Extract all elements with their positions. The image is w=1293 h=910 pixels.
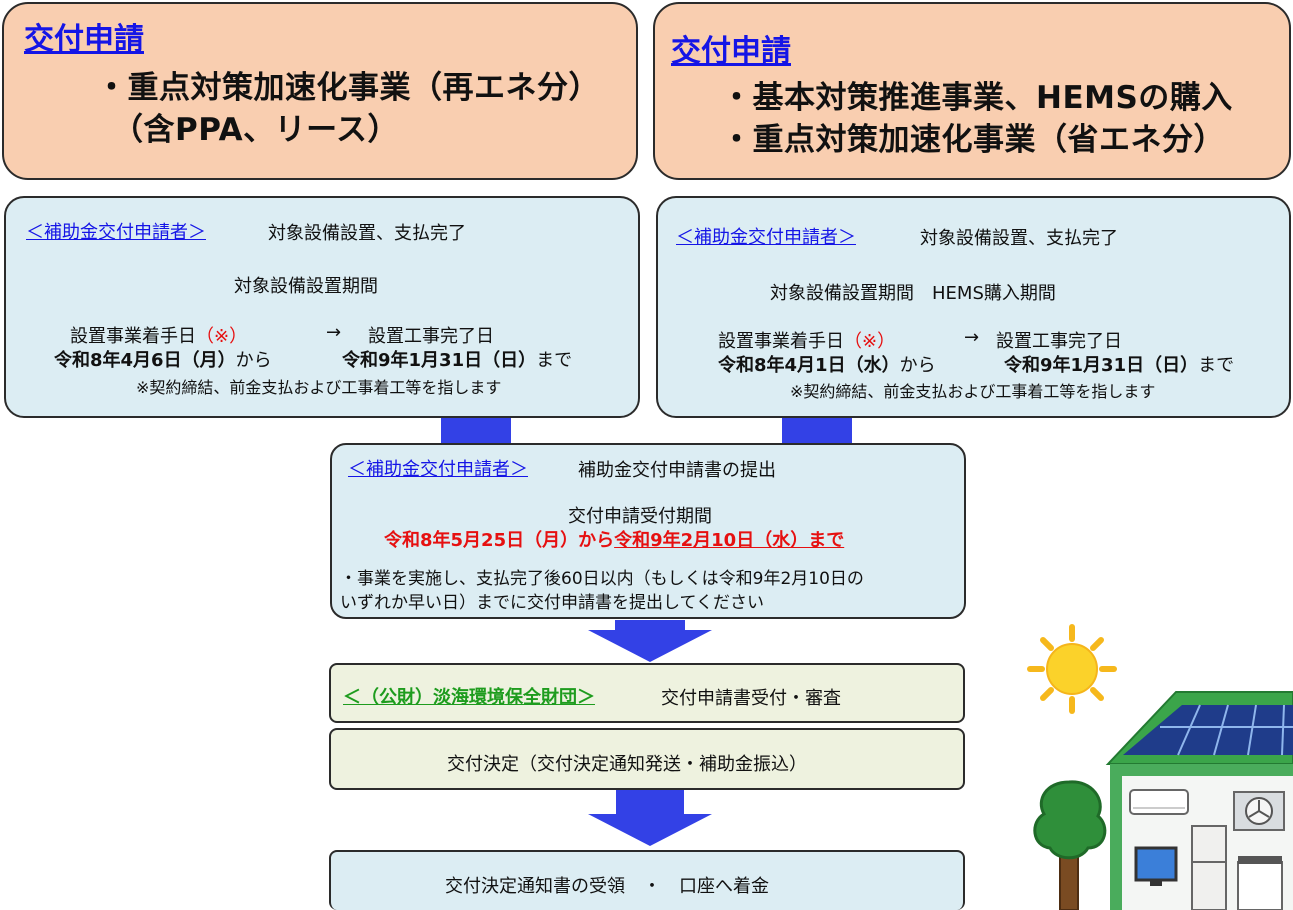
mid-right-start-mark: （※） <box>844 331 896 352</box>
mid-right-end-date: 令和9年1月31日（日） <box>1004 355 1199 376</box>
mid-left-heading: 対象設備設置、支払完了 <box>268 223 466 244</box>
decision-text: 交付決定（交付決定通知発送・補助金振込） <box>447 754 807 775</box>
application-heading: 補助金交付申請書の提出 <box>578 460 776 481</box>
mid-left-period-label: 対象設備設置期間 <box>234 276 378 297</box>
receipt-box: 交付決定通知書の受領 ・ 口座へ着金 <box>329 850 965 910</box>
application-period-label: 交付申請受付期間 <box>568 506 712 527</box>
mid-right-arrow: → <box>964 327 980 348</box>
mid-left-end-label: 設置工事完了日 <box>368 326 494 347</box>
mid-left-installation-box: ＜補助金交付申請者＞ 対象設備設置、支払完了 対象設備設置期間 設置事業着手日（… <box>4 196 640 418</box>
mid-left-note: ※契約締結、前金支払および工事着工等を指します <box>136 378 502 397</box>
mid-right-installation-box: ＜補助金交付申請者＞ 対象設備設置、支払完了 対象設備設置期間 HEMS購入期間… <box>656 196 1291 418</box>
mid-left-date-row: 令和8年4月6日（月）から <box>54 346 272 372</box>
mid-right-role-link[interactable]: ＜補助金交付申請者＞ <box>676 227 856 248</box>
right-connector <box>782 418 852 444</box>
review-box: ＜（公財）淡海環境保全財団＞ 交付申請書受付・審査 <box>329 663 965 723</box>
house-with-solar-panel-icon <box>1105 691 1293 910</box>
mid-right-heading: 対象設備設置、支払完了 <box>920 228 1118 249</box>
top-left-line1: ・重点対策加速化事業（再エネ分） <box>96 70 600 106</box>
left-connector <box>441 418 511 444</box>
application-period-end: 令和9年2月10日（水）まで <box>614 530 845 551</box>
down-arrow-2-shape <box>588 790 712 846</box>
mid-right-date-row: 令和8年4月1日（水）から <box>718 351 936 377</box>
mid-right-end-date-row: 令和9年1月31日（日）まで <box>1004 351 1234 377</box>
top-right-line1: ・基本対策推進事業、HEMSの購入 <box>721 80 1233 116</box>
mid-right-from: から <box>899 355 936 376</box>
receipt-text: 交付決定通知書の受領 ・ 口座へ着金 <box>445 876 769 897</box>
top-left-title[interactable]: 交付申請 <box>24 22 144 57</box>
application-role-link[interactable]: ＜補助金交付申請者＞ <box>348 459 528 480</box>
mid-right-end-label: 設置工事完了日 <box>996 331 1122 352</box>
application-note-line2: いずれか早い日）までに交付申請書を提出してください <box>340 593 764 613</box>
mid-right-start-label: 設置事業着手日 <box>718 331 844 352</box>
down-arrow-1-shape <box>588 620 712 662</box>
mid-left-start-mark: （※） <box>196 326 248 347</box>
mid-left-from: から <box>235 350 272 371</box>
application-period-start: 令和8年5月25日（月）から <box>384 530 615 551</box>
top-left-line2: （含PPA、リース） <box>112 112 400 148</box>
mid-right-start-date: 令和8年4月1日（水） <box>718 355 900 376</box>
application-note-line1: ・事業を実施し、支払完了後60日以内（もしくは令和9年2月10日の <box>340 569 864 589</box>
application-period-row: 令和8年5月25日（月）から令和9年2月10日（水）まで <box>384 526 844 552</box>
mid-left-arrow: → <box>326 322 342 343</box>
mid-left-start-date: 令和8年4月6日（月） <box>54 350 236 371</box>
mid-right-note: ※契約締結、前金支払および工事着工等を指します <box>790 382 1156 401</box>
sun-icon <box>1027 624 1117 714</box>
application-box: ＜補助金交付申請者＞ 補助金交付申請書の提出 交付申請受付期間 令和8年5月25… <box>330 443 966 619</box>
top-right-line2: ・重点対策加速化事業（省エネ分） <box>721 122 1225 158</box>
mid-left-start-row: 設置事業着手日（※） <box>70 322 247 348</box>
review-text: 交付申請書受付・審査 <box>661 688 841 709</box>
top-right-title[interactable]: 交付申請 <box>671 34 791 69</box>
review-role-link[interactable]: ＜（公財）淡海環境保全財団＞ <box>343 687 595 708</box>
mid-left-role-link[interactable]: ＜補助金交付申請者＞ <box>26 222 206 243</box>
mid-left-end-date-row: 令和9年1月31日（日）まで <box>342 346 572 372</box>
mid-left-until: まで <box>536 350 573 371</box>
mid-left-start-label: 設置事業着手日 <box>70 326 196 347</box>
top-left-heading-box: 交付申請 ・重点対策加速化事業（再エネ分） （含PPA、リース） <box>2 2 638 180</box>
tree-icon <box>1033 780 1107 910</box>
mid-right-period-label: 対象設備設置期間 HEMS購入期間 <box>770 283 1056 304</box>
mid-right-start-row: 設置事業着手日（※） <box>718 327 895 353</box>
mid-left-end-date: 令和9年1月31日（日） <box>342 350 537 371</box>
top-right-heading-box: 交付申請 ・基本対策推進事業、HEMSの購入 ・重点対策加速化事業（省エネ分） <box>653 2 1291 180</box>
mid-right-until: まで <box>1198 355 1235 376</box>
decision-box: 交付決定（交付決定通知発送・補助金振込） <box>329 728 965 790</box>
